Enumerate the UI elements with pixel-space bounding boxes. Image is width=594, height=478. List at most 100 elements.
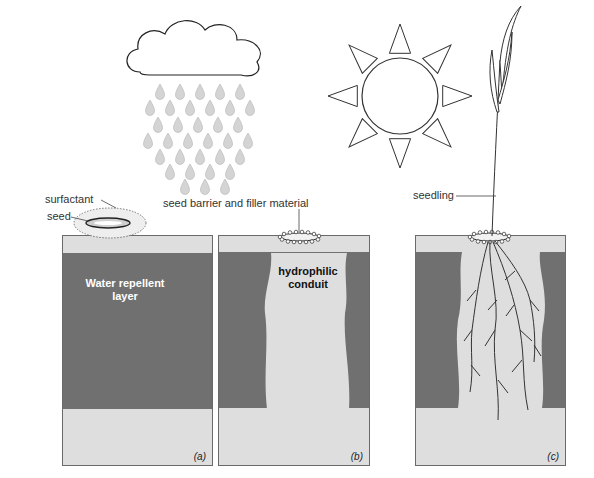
sun	[423, 119, 459, 155]
cloud	[127, 21, 260, 76]
leader-line	[71, 196, 496, 232]
panel-frame: (b) hydrophilic conduit	[218, 235, 370, 466]
seed-surfactant	[74, 208, 146, 238]
seed-surfactant	[86, 218, 130, 228]
roots	[520, 330, 532, 341]
roots	[470, 242, 488, 392]
raindrops	[196, 149, 205, 165]
raindrops	[166, 100, 175, 116]
raindrops	[206, 164, 215, 180]
raindrops	[156, 84, 165, 100]
raindrops	[166, 164, 175, 180]
raindrops	[236, 84, 245, 100]
panel-frame: (c)	[415, 235, 566, 466]
roots	[464, 330, 472, 341]
seedling	[498, 32, 512, 104]
roots	[464, 240, 541, 420]
panel-frame: (a) Water repellent layer	[62, 235, 213, 466]
sun	[389, 139, 410, 168]
roots	[490, 240, 499, 420]
sun	[443, 85, 472, 106]
roots	[530, 300, 539, 311]
raindrops	[226, 100, 235, 116]
seed-cluster	[278, 230, 321, 244]
panel-letter: (c)	[547, 451, 559, 462]
raindrops	[144, 84, 255, 195]
raindrops	[146, 100, 155, 116]
raindrops	[206, 100, 215, 116]
water-repellent-band	[219, 252, 565, 408]
sun	[342, 38, 378, 74]
sun	[362, 58, 438, 134]
roots	[506, 305, 514, 316]
raindrops	[184, 133, 193, 149]
raindrops	[156, 149, 165, 165]
raindrops	[181, 179, 190, 195]
leader-line	[71, 217, 88, 221]
raindrops	[201, 179, 210, 195]
raindrops	[186, 100, 195, 116]
water-repellent-band	[540, 252, 565, 408]
sun	[328, 85, 357, 106]
roots	[505, 271, 515, 280]
panel-letter: (b)	[351, 451, 363, 462]
roots	[495, 241, 535, 362]
raindrops	[216, 84, 225, 100]
seedling	[500, 6, 521, 95]
raindrops	[144, 133, 153, 149]
roots	[498, 380, 508, 393]
leader-line	[456, 196, 496, 197]
seedling	[490, 50, 499, 112]
raindrops	[196, 84, 205, 100]
seed-surfactant	[94, 221, 122, 225]
layer-label: Water repellent layer	[75, 253, 175, 303]
leader-line	[299, 209, 300, 232]
callout-label: seed	[47, 210, 71, 222]
raindrops	[194, 117, 203, 133]
roots	[471, 365, 480, 376]
sun	[423, 38, 459, 74]
leader-line	[101, 200, 116, 208]
raindrops	[216, 149, 225, 165]
water-repellent-layer: Water repellent layer	[63, 253, 212, 409]
raindrops	[204, 133, 213, 149]
callout-label: seed barrier and filler material	[163, 197, 309, 209]
roots	[488, 300, 497, 310]
hydrophilic-conduit: hydrophilic conduit	[263, 253, 353, 409]
raindrops	[176, 149, 185, 165]
sun	[342, 119, 378, 155]
roots	[512, 360, 522, 372]
raindrops	[236, 149, 245, 165]
raindrops	[174, 117, 183, 133]
seed-cluster	[468, 230, 511, 244]
seed-cluster	[278, 230, 511, 244]
seedling	[490, 6, 521, 236]
roots	[493, 242, 528, 410]
sun	[389, 24, 410, 53]
raindrops	[186, 164, 195, 180]
sun	[328, 24, 472, 168]
raindrops	[226, 164, 235, 180]
raindrops	[244, 133, 253, 149]
raindrops	[154, 117, 163, 133]
water-repellent-band	[219, 252, 369, 408]
roots	[485, 330, 495, 346]
raindrops	[234, 117, 243, 133]
cloud	[127, 21, 260, 76]
raindrops	[246, 100, 255, 116]
raindrops	[214, 117, 223, 133]
roots	[534, 345, 541, 356]
raindrops	[164, 133, 173, 149]
raindrops	[176, 84, 185, 100]
panel-letter: (a)	[194, 451, 206, 462]
raindrops	[221, 179, 230, 195]
conduit-label: hydrophilic conduit	[263, 253, 353, 291]
callout-label: surfactant	[45, 193, 93, 205]
callout-label: seedling	[413, 189, 454, 201]
seed-surfactant	[74, 208, 146, 238]
raindrops	[224, 133, 233, 149]
roots	[467, 290, 476, 301]
water-repellent-band	[416, 252, 462, 408]
seedling	[492, 60, 500, 236]
